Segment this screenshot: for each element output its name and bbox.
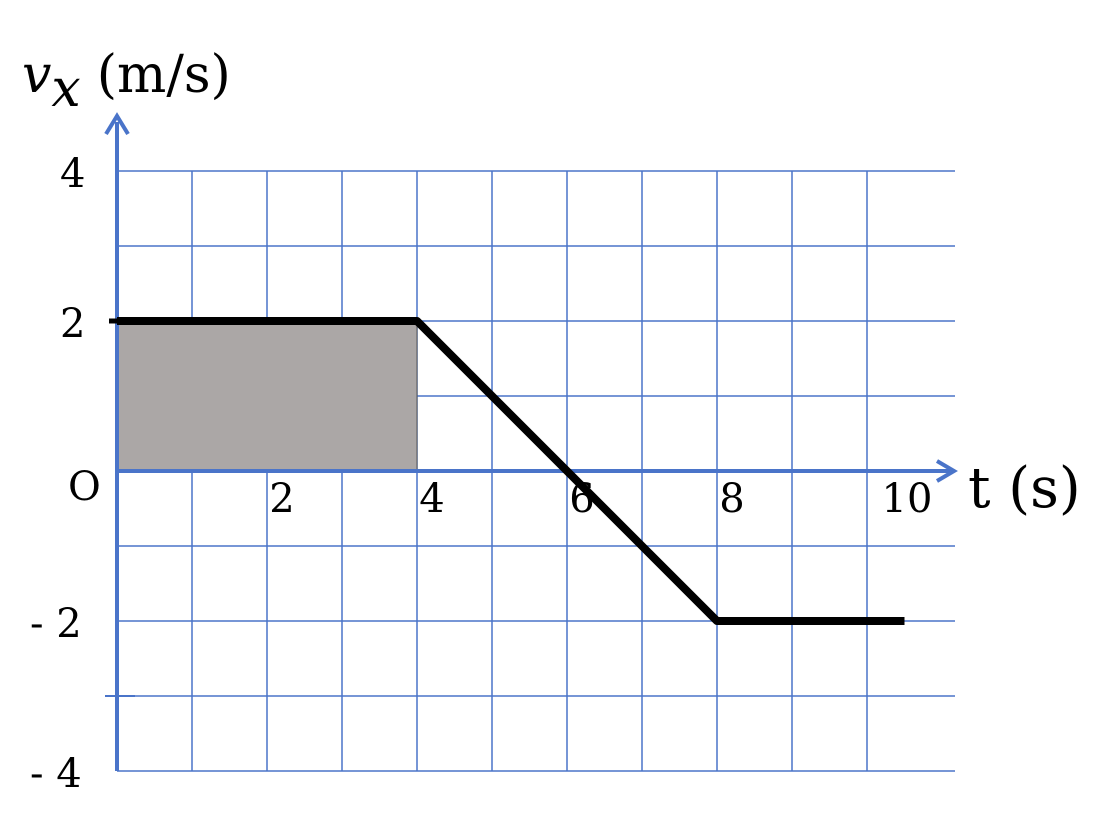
- origin-label: O: [68, 464, 101, 510]
- y-axis-unit: (m/s): [97, 45, 231, 105]
- y-axis-subscript: x: [51, 59, 80, 119]
- x-tick-label: 2: [269, 476, 294, 522]
- x-axis-arrow: [935, 459, 958, 483]
- y-tick-label: - 2: [30, 601, 82, 647]
- y-tick-label: - 4: [30, 751, 82, 797]
- x-tick-label: 8: [719, 476, 744, 522]
- velocity-series-line: [117, 317, 905, 625]
- y-axis-label: vx (m/s): [22, 45, 231, 119]
- x-tick-label: 4: [419, 476, 444, 522]
- tick-labels: 2 4 6 8 10 4 2 - 2 - 4: [30, 151, 932, 797]
- x-tick-label: 10: [882, 476, 933, 522]
- y-axis-symbol: v: [22, 45, 51, 105]
- x-tick-label: 6: [569, 476, 594, 522]
- chart-axes: [104, 112, 958, 771]
- y-tick-label: 2: [60, 301, 85, 347]
- shaded-area: [116, 320, 418, 472]
- y-axis-arrow: [104, 112, 130, 136]
- y-tick-label: 4: [60, 151, 85, 197]
- x-axis-label: t (s): [968, 456, 1081, 521]
